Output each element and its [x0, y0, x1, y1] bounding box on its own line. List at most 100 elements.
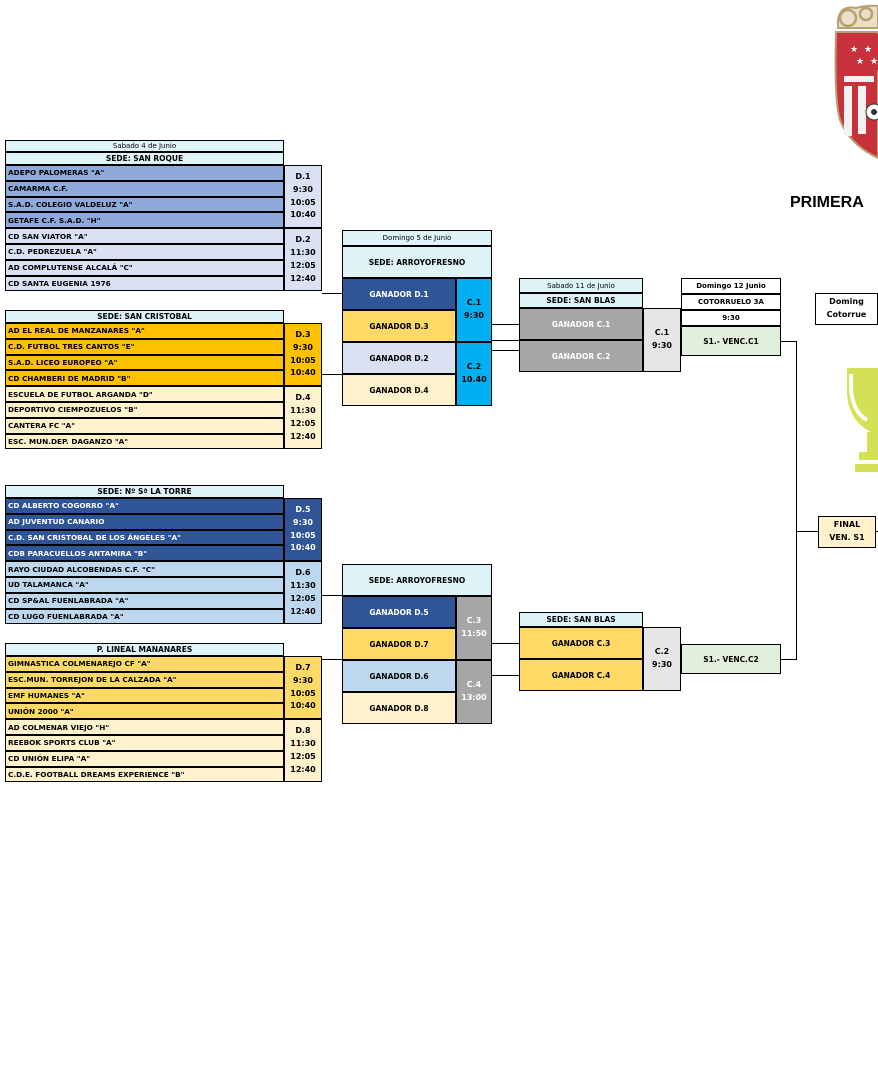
winner-slot: GANADOR D.2 [342, 342, 456, 374]
team-row: RAYO CIUDAD ALCOBENDAS C.F. "C" [5, 561, 284, 577]
team-row: AD COMPLUTENSE ALCALÁ "C" [5, 259, 284, 276]
team-row: DEPORTIVO CIEMPOZUELOS "B" [5, 402, 284, 418]
match-slot-line-1: 11:50 [461, 629, 487, 638]
match-slot-line-0: C.3 [466, 616, 482, 626]
match-slot-line-1: 13:00 [461, 693, 487, 702]
team-row: CDB PARACUELLOS ANTAMIRA "B" [5, 545, 284, 562]
match-slot-line-3: 10:40 [290, 543, 316, 553]
match-slot-line-2: 12:05 [290, 593, 316, 603]
final-header-line-0: Doming [829, 297, 864, 307]
connector-line [876, 531, 878, 532]
match-slot-line-3: 12:40 [290, 431, 316, 441]
match-slot-line-0: C.1 [654, 328, 670, 338]
match-slot-line-3: 10:40 [290, 210, 316, 220]
match-slot-line-1: 9:30 [293, 342, 313, 352]
match-slot-line-1: 11:30 [290, 405, 316, 415]
match-slot-line-2: 12:05 [290, 260, 316, 270]
match-slot-line-1: 9:30 [652, 660, 672, 669]
match-slot-line-3: 12:40 [290, 273, 316, 283]
winner-slot: GANADOR D.4 [342, 374, 456, 406]
connector-line [781, 341, 797, 342]
connector-line [492, 675, 519, 676]
match-slot-line-0: D.4 [295, 393, 311, 403]
round-venue: SEDE: ARROYOFRESNO [342, 246, 492, 278]
winner-slot: GANADOR D.5 [342, 596, 456, 628]
team-row: EMF HUMANES "A" [5, 687, 284, 704]
winner-slot: GANADOR C.3 [519, 627, 643, 659]
team-row: C.D. FUTBOL TRES CANTOS "E" [5, 338, 284, 355]
team-row: CD ALBERTO COGORRO "A" [5, 498, 284, 514]
match-slot: D.2 11:30 12:05 12:40 [284, 228, 322, 292]
team-row: CD UNIÓN ELIPA "A" [5, 750, 284, 767]
team-row: CD SANTA EUGENIA 1976 [5, 275, 284, 292]
team-row: AD COLMENAR VIEJO "H" [5, 719, 284, 735]
round-venue: SEDE: SAN BLAS [519, 293, 643, 308]
svg-text:★: ★ [870, 57, 878, 67]
federation-crest-logo: ★ ★ ★ ★ [834, 4, 878, 160]
team-row: S.A.D. COLEGIO VALDELUZ "A" [5, 196, 284, 213]
connector-line [322, 374, 342, 375]
winner-slot: GANADOR D.1 [342, 278, 456, 310]
connector-line [322, 293, 342, 294]
team-row: GIMNASTICA COLMENAREJO CF "A" [5, 656, 284, 672]
connector-line [492, 350, 519, 351]
match-slot: C.3 11:50 [456, 596, 492, 660]
team-row: CD CHAMBERI DE MADRID "B" [5, 370, 284, 387]
match-slot: C.1 9:30 [643, 308, 681, 372]
group-date: Sabado 4 de Junio [5, 140, 284, 152]
match-slot: D.1 9:30 10:05 10:40 [284, 165, 322, 229]
round-date: Sabado 11 de Junio [519, 278, 643, 293]
match-slot-line-2: 10:05 [290, 688, 316, 698]
match-slot-line-1: 9:30 [293, 675, 313, 685]
final-header-line-1: Cotorrue [826, 310, 867, 319]
svg-text:★: ★ [864, 45, 872, 55]
team-row: AD JUVENTUD CANARIO [5, 513, 284, 530]
match-slot-line-0: D.1 [295, 172, 311, 181]
match-slot-line-1: 9:30 [293, 184, 313, 194]
winner-slot: GANADOR C.4 [519, 659, 643, 691]
round-venue: SEDE: ARROYOFRESNO [342, 564, 492, 596]
team-row: AD EL REAL DE MANZANARES "A" [5, 323, 284, 339]
match-slot-line-2: 10:05 [290, 197, 316, 207]
connector-line [796, 341, 797, 660]
team-row: ADEPO PALOMERAS "A" [5, 165, 284, 181]
connector-line [492, 340, 519, 341]
group-venue: SEDE: SAN ROQUE [5, 152, 284, 165]
match-slot-line-1: 10.40 [461, 375, 487, 384]
match-slot-line-0: D.5 [295, 505, 311, 514]
match-slot-line-1: 9:30 [652, 341, 672, 350]
team-row: ESCUELA DE FUTBOL ARGANDA "D" [5, 386, 284, 402]
match-slot-line-2: 10:05 [290, 355, 316, 365]
winner-slot: GANADOR C.2 [519, 340, 643, 372]
match-slot-line-2: 12:05 [290, 418, 316, 428]
connector-line [322, 659, 342, 660]
match-slot-line-0: D.6 [295, 568, 311, 578]
winner-slot: GANADOR D.6 [342, 660, 456, 692]
svg-text:★: ★ [850, 45, 858, 55]
round-date: Domingo 12 Junio [681, 278, 781, 294]
team-row: CD LUGO FUENLABRADA "A" [5, 608, 284, 625]
trophy-icon [847, 368, 878, 472]
match-slot-line-1: 11:30 [290, 247, 316, 257]
connector-line [322, 595, 342, 596]
match-slot-line-3: 12:40 [290, 606, 316, 616]
semi-final-slot: S1.- VENC.C1 [681, 326, 781, 356]
connector-line [492, 643, 519, 644]
winner-slot: GANADOR D.7 [342, 628, 456, 660]
match-slot-line-3: 10:40 [290, 701, 316, 711]
semi-final-slot: S1.- VENC.C2 [681, 644, 781, 674]
match-slot-line-1: 9:30 [464, 311, 484, 320]
match-slot: D.4 11:30 12:05 12:40 [284, 386, 322, 450]
round-venue: SEDE: SAN BLAS [519, 612, 643, 627]
match-slot-line-0: D.8 [295, 726, 311, 736]
match-slot-line-2: 12:05 [290, 751, 316, 761]
match-slot-line-0: D.2 [295, 235, 311, 245]
match-slot-line-0: C.2 [466, 362, 482, 372]
match-slot-line-3: 10:40 [290, 368, 316, 378]
team-row: ESC. MUN.DEP. DAGANZO "A" [5, 433, 284, 450]
